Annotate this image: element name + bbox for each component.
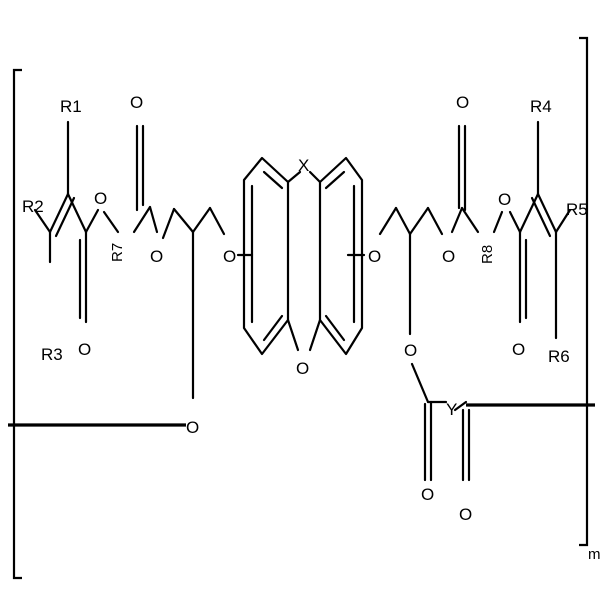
bond-c-alpha-right — [520, 194, 538, 232]
bond-carbonate-right-2 — [462, 208, 478, 232]
label-r1: R1 — [60, 97, 82, 116]
bond-bridge-o-left — [288, 320, 298, 350]
label-o-carbonate-top-left: O — [130, 93, 143, 112]
label-o-bottom-1: O — [421, 485, 434, 504]
bond-chain-r4 — [428, 208, 442, 234]
bond-c-o-single-left — [150, 207, 157, 232]
label-o-ester-right: O — [498, 190, 511, 209]
label-o-carbonyl-right: O — [512, 340, 525, 359]
label-o-bridge: O — [296, 359, 309, 378]
label-o-carbonate-bottom-left: O — [150, 247, 163, 266]
bond-chain-r3 — [410, 208, 428, 234]
bond-o-r7 — [104, 212, 118, 232]
label-x: X — [298, 156, 309, 175]
bond-chain-l1 — [163, 209, 174, 238]
label-o-bottom-2: O — [459, 505, 472, 524]
xanthene-left-ring-inner-3 — [264, 316, 282, 340]
bond-chain-l4 — [210, 208, 224, 234]
bond-chain-r2 — [396, 208, 410, 234]
label-o-carbonate-bottom-right: O — [442, 247, 455, 266]
bond-o-to-c-bottom — [412, 364, 428, 402]
label-o-ether-right: O — [368, 247, 381, 266]
xanthene-right-ring-inner-3 — [326, 316, 344, 340]
label-o-ester-left: O — [94, 189, 107, 208]
bond-c-ester — [68, 194, 86, 232]
bond-o-c-right — [510, 212, 520, 232]
bond-bridge-o-right — [310, 320, 320, 350]
label-r4: R4 — [530, 97, 552, 116]
label-o-ether-left: O — [223, 247, 236, 266]
bond-c-alpha-c-beta — [50, 194, 68, 232]
label-o-backbone-left: O — [186, 418, 199, 437]
bond-ester-o-left — [86, 210, 98, 232]
label-r7: R7 — [109, 243, 126, 262]
right-bracket — [579, 38, 587, 545]
bond-chain-l3 — [193, 208, 210, 232]
label-r8: R8 — [479, 245, 496, 264]
bond-chain-l2 — [174, 209, 193, 232]
bond-c-alpha-c-beta-right-double — [532, 198, 550, 236]
bond-c-alpha-c-beta-double — [56, 198, 74, 236]
label-r3: R3 — [41, 345, 63, 364]
label-o-carbonate-top-right: O — [456, 93, 469, 112]
label-r2: R2 — [22, 197, 44, 216]
bond-chain-r1 — [380, 208, 396, 234]
left-bracket — [14, 70, 22, 578]
label-o-carbonyl-left: O — [78, 340, 91, 359]
bond-c-alpha-c-beta-right — [538, 194, 556, 232]
label-r6: R6 — [548, 347, 570, 366]
repeat-unit-m: m — [588, 546, 601, 563]
bond-carbonate-right-1 — [452, 208, 462, 232]
label-r5: R5 — [566, 200, 588, 219]
bond-r8-o — [494, 212, 502, 232]
bond-bridge-x-right — [310, 172, 320, 182]
label-o-chain-right: O — [404, 341, 417, 360]
